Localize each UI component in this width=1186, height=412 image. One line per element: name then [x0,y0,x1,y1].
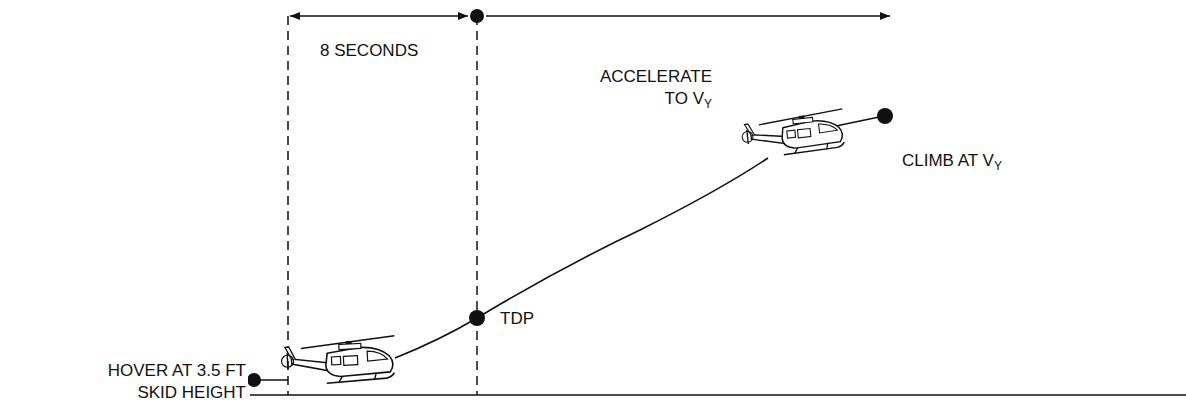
duration-label: 8 SECONDS [318,40,420,62]
hover-label: HOVER AT 3.5 FT SKID HEIGHT [94,360,248,404]
phase-label: CLIMB AT VY [900,150,1004,172]
phase-label: ACCELERATE TO VY [582,66,714,110]
point-label: TDP [498,308,536,330]
